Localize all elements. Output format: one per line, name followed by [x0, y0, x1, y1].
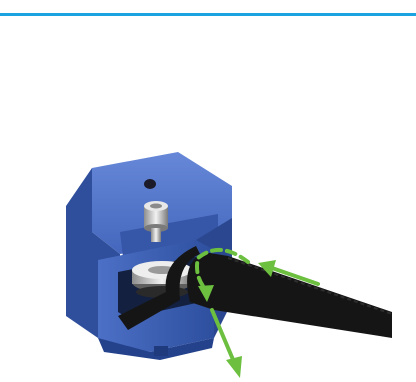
foot-notch — [154, 346, 168, 356]
green-arrow-icon — [212, 310, 242, 378]
screw-hole — [144, 179, 156, 189]
